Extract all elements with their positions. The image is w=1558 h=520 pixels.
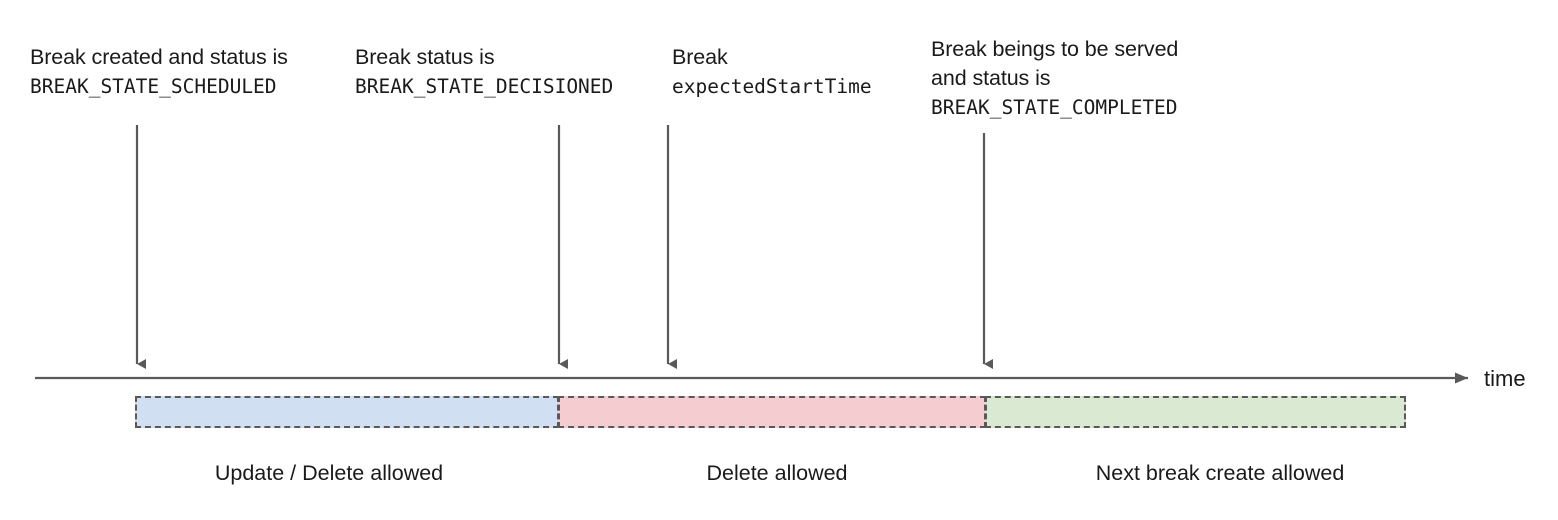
- annotation-line-plain: and status is: [931, 66, 1051, 90]
- time-axis-label: time: [1484, 366, 1526, 391]
- annotation-line-code: expectedStartTime: [672, 75, 872, 98]
- segment-bar-update-delete: [135, 396, 559, 428]
- annotation-break-created: Break created and status is BREAK_STATE_…: [30, 43, 288, 101]
- annotation-break-decisioned: Break status is BREAK_STATE_DECISIONED: [355, 43, 613, 101]
- annotation-line-code: BREAK_STATE_SCHEDULED: [30, 75, 277, 98]
- annotation-line-plain: Break beings to be served: [931, 37, 1179, 61]
- annotation-line-code: BREAK_STATE_COMPLETED: [931, 96, 1178, 119]
- annotation-break-served: Break beings to be served and status is …: [931, 35, 1178, 122]
- segment-caption-delete: Delete allowed: [706, 461, 848, 485]
- annotation-line-plain: Break created and status is: [30, 45, 288, 69]
- annotation-line-plain: Break: [672, 45, 728, 69]
- segment-caption-update-delete: Update / Delete allowed: [214, 461, 444, 485]
- annotation-line-plain: Break status is: [355, 45, 495, 69]
- segment-bar-delete: [558, 396, 986, 428]
- segment-bar-next-break: [985, 396, 1406, 428]
- annotation-break-expected-start: Break expectedStartTime: [672, 43, 872, 101]
- annotation-line-code: BREAK_STATE_DECISIONED: [355, 75, 614, 98]
- segment-caption-next-break: Next break create allowed: [1095, 461, 1345, 485]
